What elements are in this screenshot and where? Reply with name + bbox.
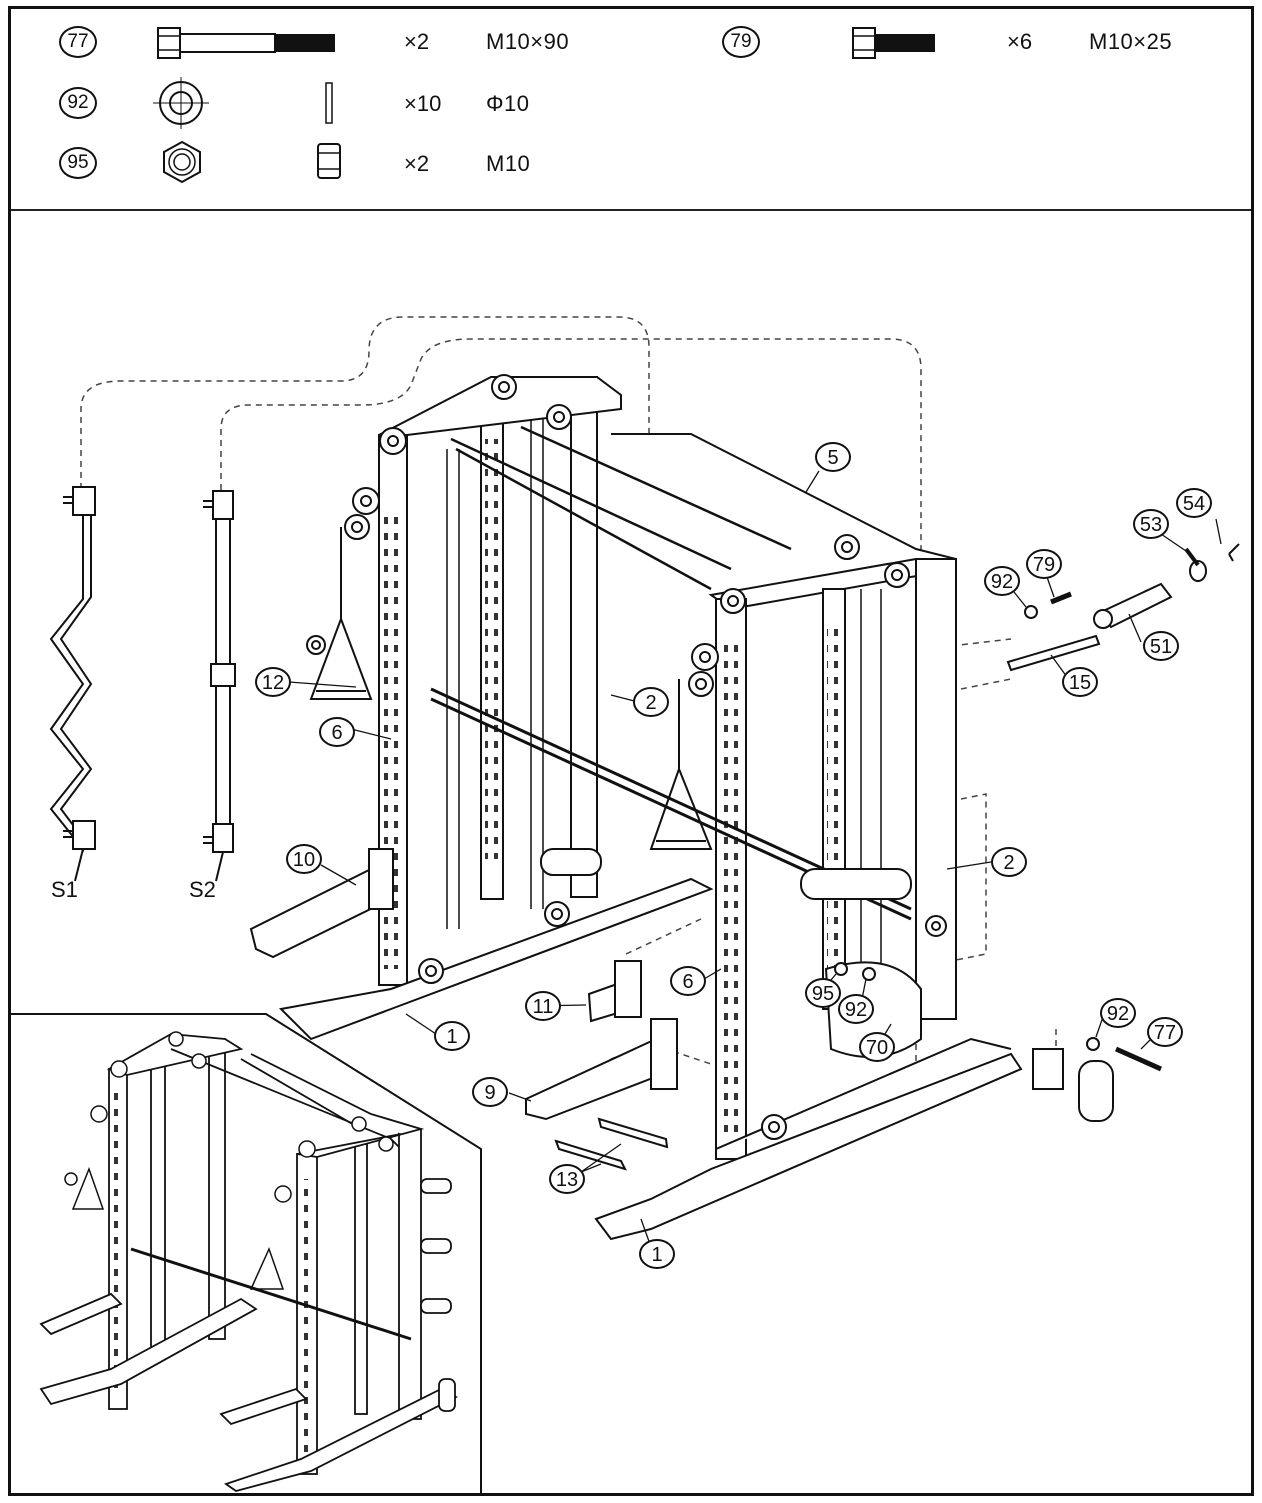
callout-6-right: 6 xyxy=(670,966,706,996)
diagram-frame: 77 ×2 M10×90 79 ×6 M10×25 92 xyxy=(8,6,1254,1496)
bar-label-s2: S2 xyxy=(189,877,216,902)
svg-text:15: 15 xyxy=(1069,672,1091,694)
svg-text:1: 1 xyxy=(446,1026,457,1048)
callout-92-lower: 92 xyxy=(1100,998,1136,1028)
hex-nut-top-view-icon xyxy=(163,140,201,184)
callout-79: 79 xyxy=(1026,549,1062,579)
callout-10: 10 xyxy=(286,844,322,874)
bar-label-s1: S1 xyxy=(51,877,78,902)
washer-top-view-icon xyxy=(153,77,209,129)
upper-right-hardware xyxy=(834,543,1240,1072)
callout-11: 11 xyxy=(525,991,561,1021)
svg-text:92: 92 xyxy=(845,999,867,1021)
assembled-view-inset xyxy=(11,1013,482,1493)
spec-77: M10×90 xyxy=(486,29,570,54)
hardware-row-95: 95 ×2 M10 xyxy=(11,135,1251,195)
bolt-m10x90-icon xyxy=(157,27,335,59)
part-number-95: 95 xyxy=(59,147,97,179)
svg-text:1: 1 xyxy=(651,1244,662,1266)
callout-2-right: 2 xyxy=(991,847,1027,877)
callout-1-left: 1 xyxy=(434,1021,470,1051)
quantity-79: ×6 xyxy=(1007,29,1033,54)
svg-text:6: 6 xyxy=(682,971,693,993)
callout-13: 13 xyxy=(549,1164,585,1194)
spec-95: M10 xyxy=(486,151,531,176)
bolt-m10x25-icon xyxy=(852,27,935,59)
callout-6-left: 6 xyxy=(319,717,355,747)
svg-text:2: 2 xyxy=(645,692,656,714)
rack-frame xyxy=(249,376,1173,1241)
callout-77: 77 xyxy=(1147,1017,1183,1047)
svg-text:9: 9 xyxy=(484,1082,495,1104)
svg-text:79: 79 xyxy=(1033,554,1055,576)
svg-text:11: 11 xyxy=(533,996,554,1018)
hardware-row-77-79: 77 ×2 M10×90 79 ×6 M10×25 xyxy=(11,15,1251,75)
callout-15: 15 xyxy=(1062,667,1098,697)
hardware-row-92: 92 ×10 Φ10 xyxy=(11,75,1251,135)
callout-53: 53 xyxy=(1133,509,1169,539)
part-number-77: 77 xyxy=(59,26,97,58)
svg-text:95: 95 xyxy=(812,983,834,1005)
spec-92: Φ10 xyxy=(486,91,530,116)
callout-95: 95 xyxy=(805,978,841,1008)
svg-text:2: 2 xyxy=(1003,852,1014,874)
hex-nut-side-view-icon xyxy=(317,143,341,179)
quantity-92: ×10 xyxy=(404,91,442,116)
hardware-list-panel: 77 ×2 M10×90 79 ×6 M10×25 92 xyxy=(11,9,1251,211)
callout-1-right: 1 xyxy=(639,1239,675,1269)
callout-2-left: 2 xyxy=(633,687,669,717)
pulleys xyxy=(306,374,947,1140)
svg-text:92: 92 xyxy=(1107,1003,1129,1025)
callout-92-middle: 92 xyxy=(838,994,874,1024)
svg-text:6: 6 xyxy=(331,722,342,744)
callout-70: 70 xyxy=(859,1032,895,1062)
straight-bar-s2 xyxy=(203,490,236,882)
svg-text:12: 12 xyxy=(262,672,284,694)
cable-handles xyxy=(309,527,713,850)
svg-text:13: 13 xyxy=(556,1169,578,1191)
curl-bar-s1 xyxy=(49,486,96,882)
svg-text:53: 53 xyxy=(1140,514,1162,536)
exploded-assembly-drawing: S1 S2 xyxy=(11,316,1240,1493)
spec-79: M10×25 xyxy=(1089,29,1173,54)
svg-text:5: 5 xyxy=(827,447,838,469)
callout-51: 51 xyxy=(1143,631,1179,661)
svg-text:54: 54 xyxy=(1183,493,1205,515)
part-number-92: 92 xyxy=(59,87,97,119)
washer-side-view-icon xyxy=(325,82,333,124)
svg-text:92: 92 xyxy=(991,571,1013,593)
quantity-95: ×2 xyxy=(404,151,430,176)
svg-text:70: 70 xyxy=(866,1037,888,1059)
svg-text:77: 77 xyxy=(1154,1022,1176,1044)
callout-92-upper: 92 xyxy=(984,566,1020,596)
svg-text:51: 51 xyxy=(1150,636,1172,658)
callout-9: 9 xyxy=(472,1077,508,1107)
callout-54: 54 xyxy=(1176,488,1212,518)
part-callouts: 5 54 53 92 79 51 15 12 2 6 10 2 6 11 1 9… xyxy=(255,442,1212,1269)
callout-12: 12 xyxy=(255,667,291,697)
callout-5: 5 xyxy=(815,442,851,472)
svg-text:10: 10 xyxy=(293,849,315,871)
quantity-77: ×2 xyxy=(404,29,430,54)
part-number-79: 79 xyxy=(722,26,760,58)
